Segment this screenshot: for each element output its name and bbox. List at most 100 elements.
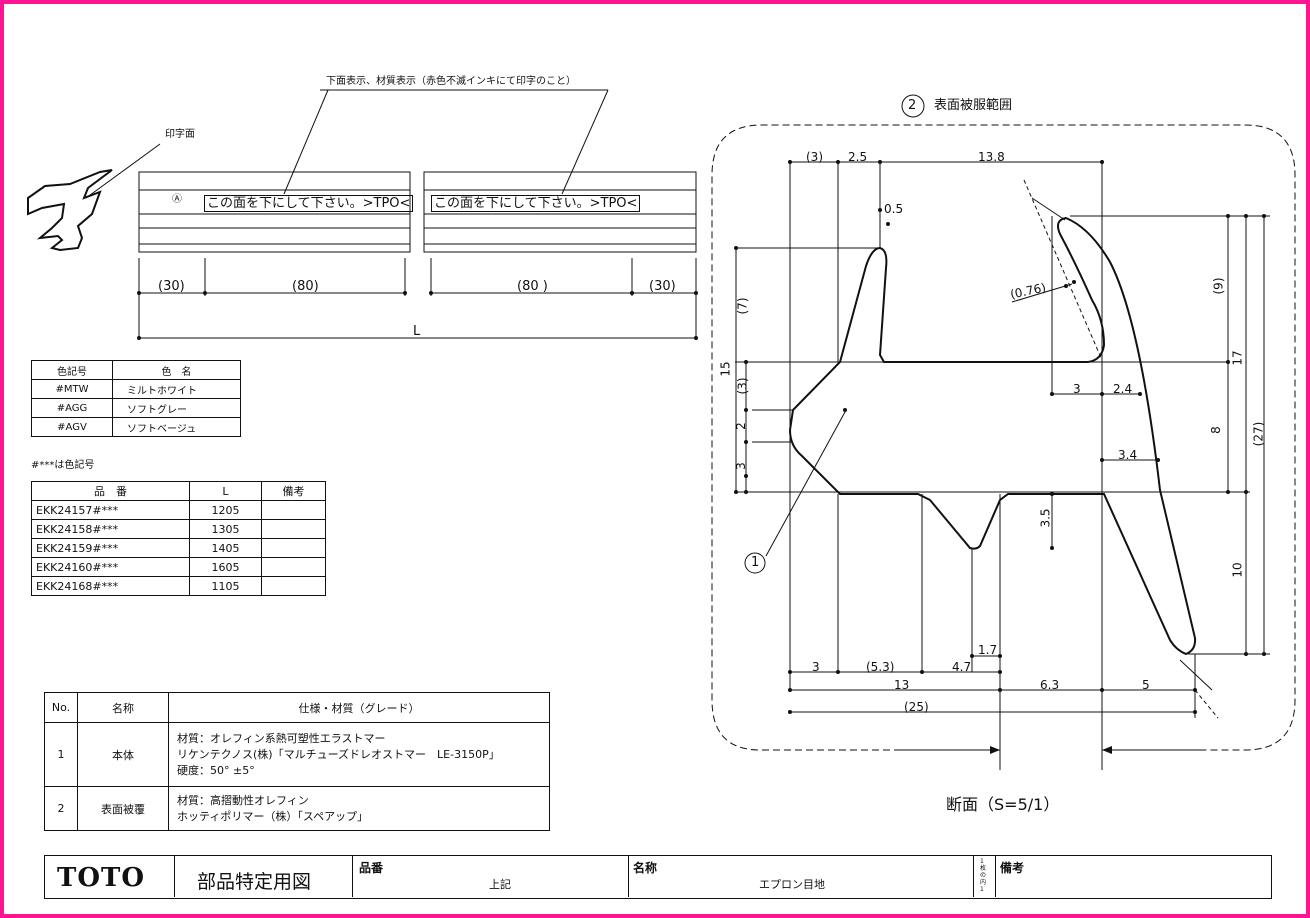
name-cell: 名称 エプロン目地	[629, 856, 974, 897]
coating-boundary	[711, 124, 1296, 751]
name-value: エプロン目地	[759, 878, 825, 891]
coating-mark: 2	[908, 98, 917, 113]
dim: (3)	[806, 150, 823, 164]
dim: 2.4	[1113, 382, 1133, 396]
part-length: 1205	[189, 500, 262, 520]
spec-line: 材質：オレフィン系熱可塑性エラストマー	[177, 731, 386, 745]
part-remarks	[261, 557, 326, 577]
sheet-cell: 1枚の内1	[974, 856, 996, 897]
print-note: 下面表示、材質表示（赤色不滅インキにて印字のこと）	[326, 76, 576, 87]
dim-30-right: (30)	[649, 279, 676, 294]
dim: 3	[1073, 382, 1081, 396]
dim-80-left: (80)	[292, 279, 319, 294]
name-label: 名称	[633, 861, 658, 875]
part-no-cell: 品番 上記	[353, 856, 629, 897]
section-title: 断面（S=5/1）	[946, 795, 1060, 814]
dim: 17	[1230, 350, 1245, 366]
part-length: 1305	[189, 519, 262, 539]
color-name: ソフトベージュ	[112, 417, 241, 437]
dim: (25)	[904, 700, 929, 714]
part-remarks	[261, 500, 326, 520]
dim: 1.7	[978, 643, 998, 657]
part-remarks	[261, 538, 326, 558]
color-name: ミルトホワイト	[112, 379, 241, 399]
dim: 3	[812, 660, 820, 674]
part-table-header-no: 品 番	[31, 481, 190, 501]
part-no-label: 品番	[359, 861, 384, 875]
dim: 3.5	[1038, 508, 1053, 528]
color-table-header-code: 色記号	[31, 360, 113, 380]
part-no: EKK24159#***	[31, 538, 190, 558]
remarks-label: 備考	[1000, 861, 1025, 875]
dim: 4.7	[952, 660, 972, 674]
coating-label: 表面被服範囲	[934, 98, 1013, 113]
sheet-mark: 1枚の内1	[980, 858, 987, 893]
spec-line: ホッティポリマー（株）「スペアップ」	[177, 809, 369, 823]
dim: 13	[894, 678, 910, 692]
part-table-header-l: L	[189, 481, 262, 501]
spec-row-detail: 材質：高摺動性オレフィン ホッティポリマー（株）「スペアップ」	[168, 786, 550, 831]
color-code: #MTW	[31, 379, 113, 399]
spec-row-detail: 材質：オレフィン系熱可塑性エラストマー リケンテクノス(株)「マルチューズドレオ…	[168, 722, 550, 787]
dim: 10	[1230, 562, 1245, 578]
dim-30-left: (30)	[158, 279, 185, 294]
dim: (5.3)	[866, 660, 895, 674]
dim-80-right: (80 )	[517, 279, 548, 294]
spec-row-no: 1	[44, 722, 78, 787]
color-name: ソフトグレー	[112, 398, 241, 418]
strip-text-right: この面を下にして下さい。>TPO<	[431, 195, 641, 212]
dim: 5	[1142, 678, 1150, 692]
spec-header-spec: 仕様・材質（グレード）	[168, 692, 550, 723]
drawing-type-cell: 部品特定用図	[175, 856, 353, 897]
color-table: 色記号 色 名 #MTW ミルトホワイト #AGG ソフトグレー #AGV ソフ…	[31, 360, 241, 437]
dim: (3)	[735, 377, 750, 395]
remarks-cell: 備考	[996, 856, 1271, 897]
spec-row-no: 2	[44, 786, 78, 831]
dim: 0.5	[884, 202, 904, 216]
part-length: 1105	[189, 576, 262, 596]
print-face-label: 印字面	[165, 129, 195, 140]
part-no: EKK24157#***	[31, 500, 190, 520]
part-remarks	[261, 519, 326, 539]
body-mark: 1	[751, 555, 760, 570]
strip-small-mark: Ⓐ	[172, 194, 182, 205]
part-no: EKK24168#***	[31, 576, 190, 596]
title-block: TOTO 部品特定用図 品番 上記 名称 エプロン目地 1枚の内1 備考	[44, 855, 1272, 899]
part-no: EKK24158#***	[31, 519, 190, 539]
profile-sketch	[27, 169, 113, 252]
part-table: 品 番 L 備考 EKK24157#***1205 EKK24158#***13…	[31, 481, 326, 596]
toto-logo: TOTO	[57, 863, 145, 893]
spec-header-no: No.	[44, 692, 78, 723]
logo-cell: TOTO	[45, 856, 175, 897]
dim: 3	[733, 462, 748, 470]
dim: 2.5	[848, 150, 868, 164]
dim: 3.4	[1118, 448, 1138, 462]
dim: 8	[1208, 426, 1223, 434]
dim: 15	[718, 361, 733, 377]
seal-profile	[788, 216, 1197, 656]
dim: (7)	[735, 297, 750, 315]
part-remarks	[261, 576, 326, 596]
dim: 6.3	[1040, 678, 1060, 692]
spec-header-name: 名称	[77, 692, 169, 723]
dim: (27)	[1251, 421, 1266, 447]
coating-mark-circle	[901, 94, 925, 118]
part-no: EKK24160#***	[31, 557, 190, 577]
dim: 2	[733, 422, 748, 430]
spec-row-name: 表面被覆	[77, 786, 169, 831]
color-code: #AGV	[31, 417, 113, 437]
spec-table: No. 名称 仕様・材質（グレード） 1 本体 材質：オレフィン系熱可塑性エラス…	[44, 692, 550, 831]
color-note: #***は色記号	[31, 460, 95, 471]
spec-row-name: 本体	[77, 722, 169, 787]
part-no-value: 上記	[489, 878, 511, 891]
spec-line: リケンテクノス(株)「マルチューズドレオストマー LE-3150P」	[177, 747, 500, 761]
strip-text-left: この面を下にして下さい。>TPO<	[204, 195, 414, 212]
color-code: #AGG	[31, 398, 113, 418]
part-table-header-remarks: 備考	[261, 481, 326, 501]
color-table-header-name: 色 名	[112, 360, 241, 380]
spec-line: 硬度：50° ±5°	[177, 763, 255, 777]
dim: (9)	[1211, 277, 1226, 295]
part-length: 1605	[189, 557, 262, 577]
